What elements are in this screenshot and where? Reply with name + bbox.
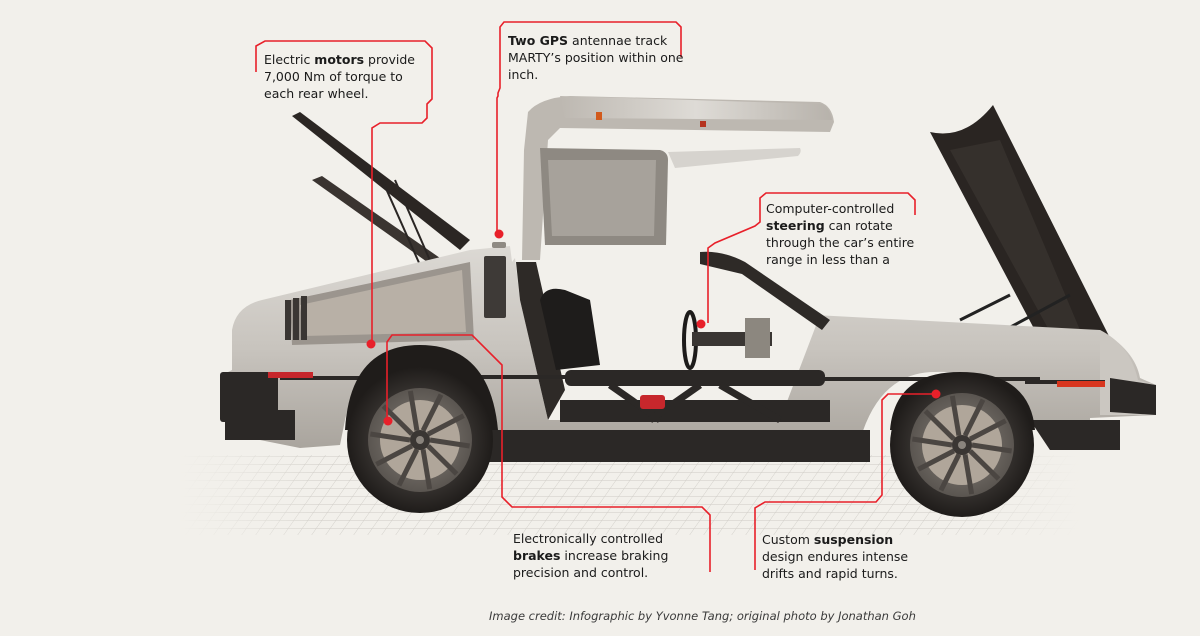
callout-gps: Two GPS antennae track MARTY’s position … [508,33,684,82]
wheel-spoke [407,390,420,431]
front-wheel [890,372,1035,517]
wheel-spoke [949,395,962,436]
wheel-spoke [375,443,414,467]
wheel-spoke [923,409,956,441]
front-hood [930,105,1110,340]
wheel-spoke [420,449,433,490]
wheel-spoke [426,413,465,437]
leader-dot-gps [494,229,504,239]
wheel-spoke [396,448,420,487]
gull-wing-door [522,96,834,260]
leader-dot-motors [366,339,376,349]
callout-gps-keyword: Two GPS [508,33,569,48]
wheel-spoke [971,442,1013,454]
wheel-spoke [917,448,956,472]
leader-gps [496,21,682,233]
callout-brakes: Electronically controlled brakes increas… [513,531,669,580]
wheel-spoke [938,453,962,492]
rear-hatch [292,112,470,266]
louvers [285,296,307,340]
callout-motors-keyword: motors [314,52,365,67]
callout-steering: Computer-controlled steering can rotate … [766,201,915,267]
leader-dot-brakes [383,416,393,426]
wheel-spoke [968,418,1007,442]
leader-dot-steering [696,319,706,329]
leader-motors [255,40,433,343]
rear-wheel [345,345,498,513]
callout-steering-keyword: steering [766,218,825,233]
wheel-spoke [420,393,444,432]
wheel-spoke [911,436,953,448]
image-credit: Image credit: Infographic by Yvonne Tang… [489,609,916,623]
car-body [220,242,1156,462]
wheel-spoke [369,431,411,443]
leader-suspension [754,393,936,570]
wheel-spoke [962,398,986,437]
wheel-spoke [381,404,414,436]
leader-steering [707,192,916,323]
wheel-spoke [426,444,459,476]
leader-dot-suspension [931,389,941,399]
wheel-spoke [968,449,1001,481]
leader-brakes [386,334,711,572]
callout-motors: Electric motors provide 7,000 Nm of torq… [264,52,415,101]
callout-suspension-keyword: suspension [813,532,894,547]
wheel-spoke [962,454,975,495]
callout-brakes-keyword: brakes [513,548,561,563]
callout-suspension: Custom suspension design endures intense… [762,532,909,581]
wheel-spoke [429,437,471,449]
